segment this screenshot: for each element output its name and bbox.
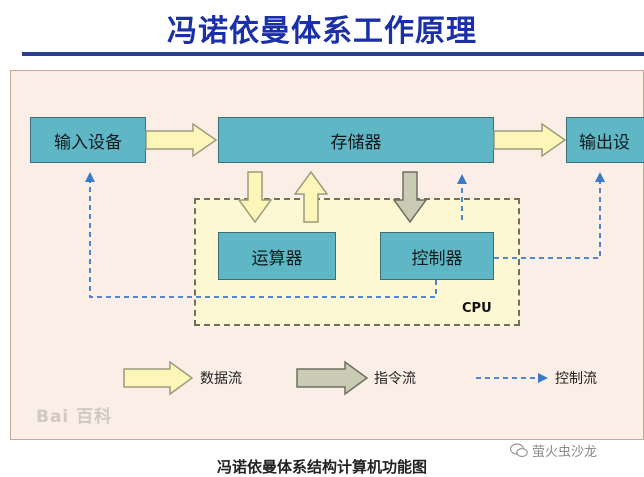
wechat-watermark-text: 萤火虫沙龙 (532, 445, 598, 460)
control-unit-node: 控制器 (380, 232, 494, 280)
legend-data-flow-label: 数据流 (200, 371, 242, 387)
page-title: 冯诺依曼体系工作原理 (167, 14, 477, 49)
alu-node: 运算器 (218, 232, 336, 280)
legend-instruction-flow-arrow (296, 360, 369, 396)
wechat-icon (510, 443, 528, 458)
memory-node: 存储器 (218, 117, 494, 163)
title-divider (22, 52, 644, 56)
control-line-control-to-input (85, 172, 437, 298)
baidu-watermark: Bai 百科 (36, 407, 113, 427)
legend-instruction-flow-label: 指令流 (374, 371, 416, 387)
data-arrow-memory-to-alu (237, 171, 273, 224)
data-arrow-memory-to-output (493, 122, 567, 158)
legend-control-flow-label: 控制流 (555, 371, 597, 387)
wechat-watermark: 萤火虫沙龙 (510, 441, 597, 460)
cpu-label: CPU (462, 301, 492, 316)
legend-data-flow-arrow (123, 360, 194, 396)
instruction-arrow-memory-to-control (392, 171, 428, 224)
figure-caption: 冯诺依曼体系结构计算机功能图 (216, 458, 427, 476)
data-arrow-input-to-memory (145, 122, 218, 158)
output-device-node: 输出设 (566, 117, 644, 163)
control-line-control-to-output (494, 172, 605, 259)
data-arrow-alu-to-memory (293, 170, 329, 223)
input-device-node: 输入设备 (30, 117, 146, 163)
